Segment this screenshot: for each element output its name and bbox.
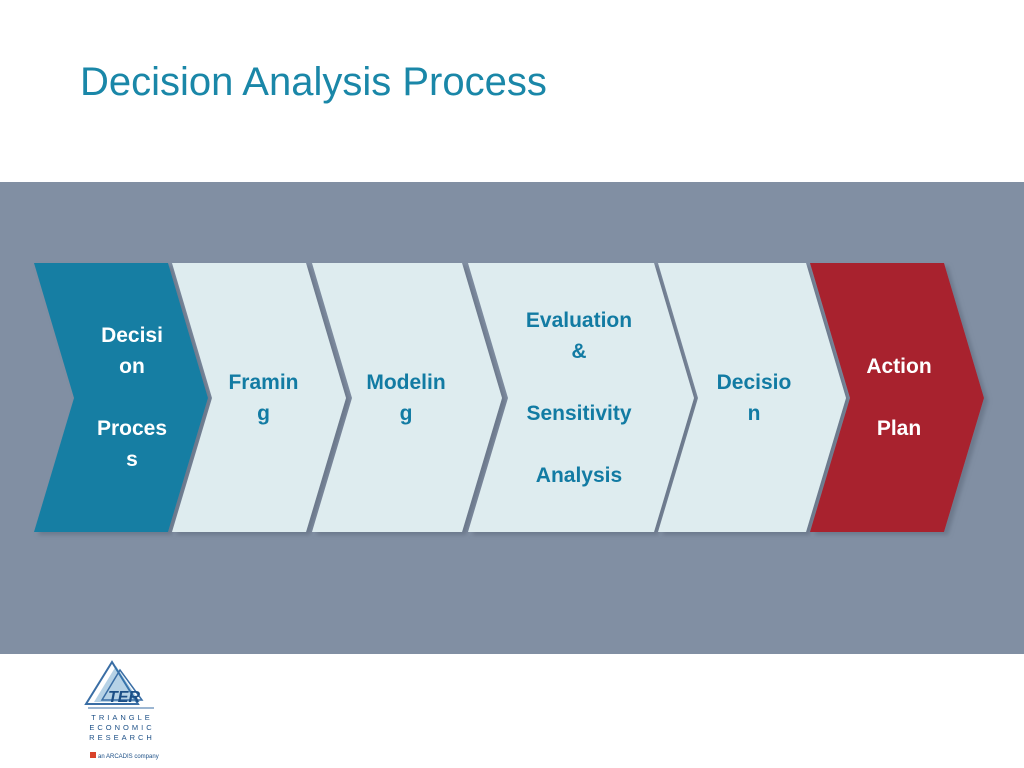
- logo-line-1: TRIANGLE: [91, 713, 153, 722]
- process-step-6-chevron: [810, 263, 984, 532]
- process-step-3-line-2: g: [399, 401, 413, 425]
- process-step-3-label: Modelin g: [350, 263, 462, 532]
- process-step-6-line-3: Plan: [876, 417, 922, 440]
- logo-line-3: RESEARCH: [89, 733, 155, 742]
- logo-tagline: an ARCADIS company: [98, 754, 159, 760]
- process-step-2-line-2: g: [257, 401, 270, 425]
- process-step-4-line-1: Evaluation: [525, 308, 633, 332]
- process-step-4-line-2: &: [571, 339, 587, 363]
- process-step-3-line-1: Modelin: [366, 370, 446, 394]
- slide-title: Decision Analysis Process: [80, 60, 547, 104]
- arcadis-icon: [90, 752, 96, 758]
- process-step-2-chevron: [172, 263, 346, 532]
- ter-logo: TER TRIANGLE ECONOMIC RESEARCH an ARCADI…: [84, 660, 159, 760]
- process-step-1-line-4: Proces: [96, 417, 168, 440]
- process-step-2-label: Framin g: [206, 263, 321, 532]
- process-step-2-line-1: Framin: [228, 370, 299, 394]
- logo-mark: TER: [108, 689, 140, 706]
- process-step-5-line-2: n: [747, 401, 761, 425]
- logo-line-2: ECONOMIC: [89, 723, 154, 732]
- process-step-4-line-4: Sensitivity: [526, 401, 632, 425]
- process-step-1-line-2: on: [119, 355, 145, 378]
- process-step-5-chevron: [658, 263, 846, 532]
- process-step-1-chevron: [34, 263, 208, 532]
- process-step-1-line-5: s: [126, 448, 138, 471]
- process-step-5-label: Decisio n: [696, 263, 812, 532]
- process-step-6-line-1: Action: [866, 355, 932, 378]
- process-step-4-line-6: Analysis: [535, 463, 623, 487]
- process-step-5-line-1: Decisio: [716, 370, 792, 394]
- process-step-1-line-1: Decisi: [101, 324, 163, 347]
- process-step-4-chevron: [468, 263, 694, 532]
- process-step-3-chevron: [312, 263, 502, 532]
